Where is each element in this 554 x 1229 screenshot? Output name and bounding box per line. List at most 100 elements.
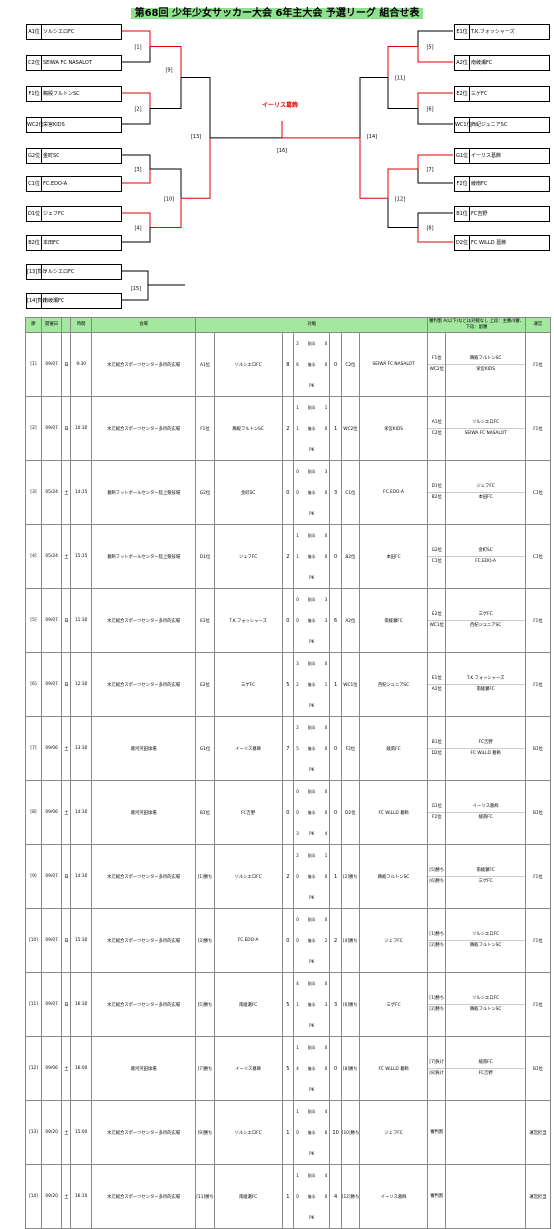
bracket-team: D1位ジェフFC (26, 206, 122, 222)
away-half: 0 (324, 873, 328, 879)
schedule-header-row: 節 開催日 時間 会場 対戦 審判割 A(以下)などは対戦なし 上段：主審/4審… (25, 317, 552, 333)
home-half (295, 375, 301, 396)
away-seed: WC1位 (340, 652, 360, 717)
bracket-team: [14]負け南綾瀬FC (26, 293, 122, 309)
match-time: 13:30 (70, 716, 92, 781)
next-team: ソルシエロFC (446, 994, 525, 1005)
next-seed: A1位 (428, 418, 445, 429)
next-team: 栄宮KIDS (476, 367, 495, 372)
referee: F1位 (524, 652, 552, 717)
half-label: 前半 (307, 788, 316, 794)
match-label-m16: [16] (277, 148, 287, 154)
next-seed: D1位 (428, 482, 445, 493)
away-team: 南綾瀬FC (358, 588, 429, 653)
next-team: 西紀ジュニアSC (470, 623, 502, 628)
home-half (295, 951, 301, 972)
match-day: 土 (61, 780, 72, 845)
header-next: 審判割 A(以下)などは対戦なし 上段：主審/4審、下段：副審 (427, 317, 526, 333)
home-team: イーリス葛飾 (213, 1036, 283, 1101)
away-half (323, 375, 329, 396)
match-day: 日 (61, 908, 72, 973)
home-half: 0 (296, 596, 299, 602)
team-seed: B2位 (27, 236, 42, 250)
match-time: 15:00 (70, 1100, 92, 1165)
match-no: [11] (25, 972, 42, 1037)
next-seed: C2位 (431, 431, 442, 436)
match-time: 15:15 (70, 524, 92, 589)
half-label: PK (309, 446, 315, 452)
match-venue: 葛飾フットボールセンター陸上競技場 (90, 524, 197, 589)
away-half: 2 (324, 937, 328, 943)
team-seed: D2位 (455, 236, 470, 250)
away-seed: [8]勝ち (340, 1036, 360, 1101)
bracket-line (121, 46, 151, 63)
away-half: 0 (324, 788, 328, 794)
next-seeds: [5]勝ち[6]勝ち (427, 844, 447, 909)
away-seed: D2位 (340, 780, 360, 845)
team-seed: C2位 (27, 56, 42, 70)
home-half: 0 (296, 1129, 299, 1135)
home-seed: D1位 (195, 524, 215, 589)
away-goals: 0 (329, 524, 342, 589)
team-seed: E2位 (455, 87, 470, 101)
referee: B1位 (524, 1036, 552, 1101)
header-date: 開催日 (40, 317, 63, 333)
home-half (295, 887, 301, 908)
home-goals: 2 (281, 524, 295, 589)
away-goals: 0 (329, 780, 342, 845)
home-goals: 1 (281, 1164, 295, 1229)
home-goals: 0 (281, 780, 295, 845)
away-half: 3 (324, 468, 328, 474)
home-goals: 0 (281, 908, 295, 973)
home-team: FC吉野 (213, 780, 283, 845)
away-half: 0 (324, 340, 328, 346)
half-label: 前半 (307, 468, 316, 474)
next-seed: [1]勝ち (428, 930, 445, 941)
half-label: 前半 (307, 980, 316, 986)
away-half (323, 567, 329, 588)
team-name: FC吉野 (471, 211, 488, 217)
match-no: [6] (25, 652, 42, 717)
bracket-team: E2位三ゲFC (454, 86, 550, 102)
match-time: 14:30 (70, 844, 92, 909)
team-seed: [14]負け (27, 294, 47, 308)
match-time: 16:00 (70, 1036, 92, 1101)
away-half: 3 (324, 1001, 328, 1007)
bracket-team: F1位鵜殿フルトンSC (26, 86, 122, 102)
half-label: 前半 (307, 852, 316, 858)
match-label-m15: [15] (131, 286, 141, 292)
away-half: 3 (324, 617, 328, 623)
team-name: 三ゲFC (471, 91, 488, 97)
next-seed: [2]勝ち (429, 943, 445, 948)
away-half (323, 631, 329, 652)
away-half: 0 (324, 532, 328, 538)
match-label-m6: [6] (426, 107, 433, 113)
home-team: 南綾瀬FC (213, 1164, 283, 1229)
home-half: 0 (296, 617, 299, 623)
bracket-line (387, 77, 418, 109)
next-team: 鵜殿フルトンSC (469, 1007, 502, 1012)
referee: 運営担当 (524, 1100, 552, 1165)
next-teams: T.K.フォッシャーズ南綾瀬FC (445, 652, 526, 717)
bracket-line (417, 169, 453, 184)
match-venue: 水元総合スポーツセンター多目的広場 (90, 332, 197, 397)
match-day: 日 (61, 972, 72, 1037)
next-seed: [2]勝ち (429, 1007, 445, 1012)
away-half (323, 951, 329, 972)
match-date: 09/07 (40, 972, 63, 1037)
next-seeds: 審判割 (427, 1164, 447, 1229)
match-time: 14:15 (70, 460, 92, 525)
bracket-team: [13]負けソルシエロFC (26, 264, 122, 280)
next-teams: イーリス葛飾綾南FC (445, 780, 526, 845)
next-team: 三ゲFC (446, 610, 525, 621)
home-half (295, 439, 301, 460)
match-venue: 水元総合スポーツセンター多目的広場 (90, 1164, 197, 1229)
